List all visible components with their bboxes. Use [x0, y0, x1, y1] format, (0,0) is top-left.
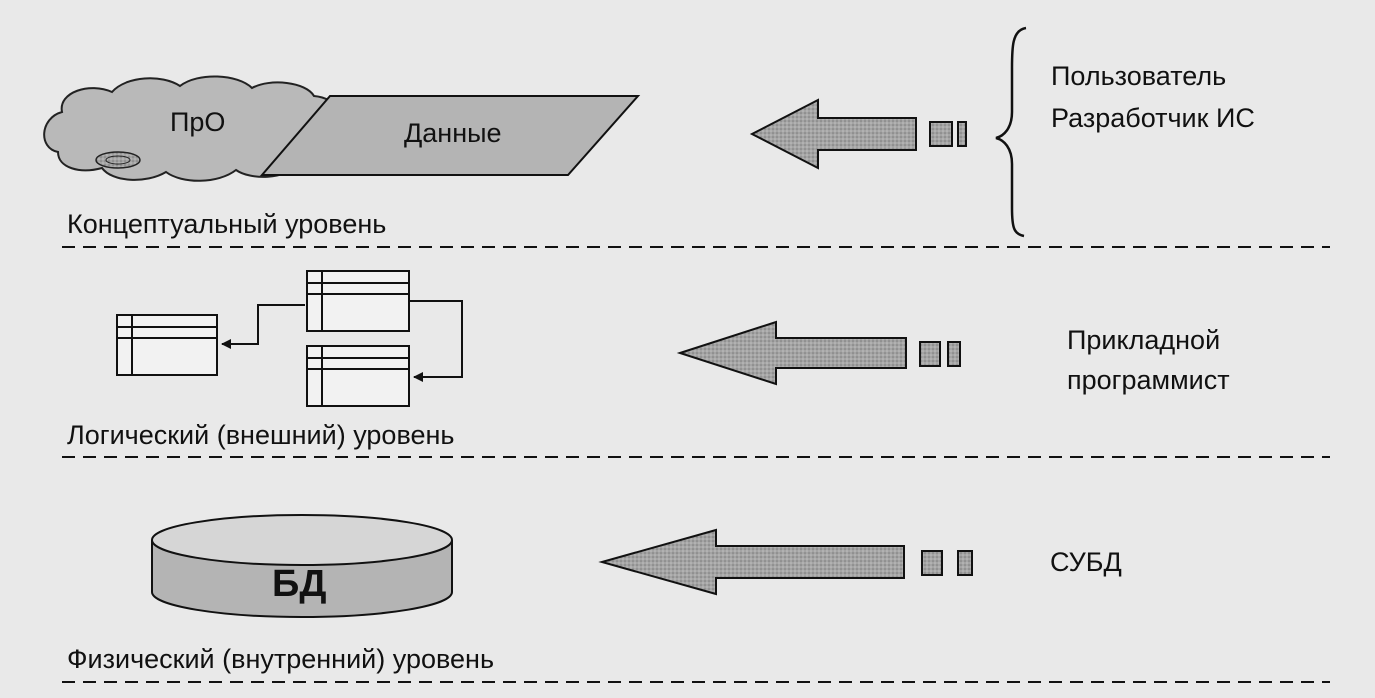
domain-label: ПрО: [170, 107, 226, 137]
relation-arrow-left: [221, 304, 305, 349]
role-dbms: СУБД: [1050, 547, 1122, 577]
table-left: [116, 314, 218, 376]
role-user: Пользователь: [1051, 61, 1227, 91]
table-bottom: [306, 345, 410, 407]
table-top: [306, 270, 410, 332]
arrow-conceptual: [749, 98, 967, 170]
level-physical-label: Физический (внутренний) уровень: [67, 644, 495, 674]
arrow-logical: [676, 320, 961, 386]
role-programmer-line1: Прикладной: [1067, 325, 1221, 355]
level-logical-label: Логический (внешний) уровень: [67, 420, 455, 450]
data-parallelogram: [259, 95, 641, 176]
curly-brace: [995, 26, 1027, 238]
arrow-physical: [598, 528, 973, 596]
database-cylinder: [151, 514, 453, 618]
role-developer: Разработчик ИС: [1051, 103, 1255, 133]
level-conceptual-label: Концептуальный уровень: [67, 209, 387, 239]
role-programmer-line2: программист: [1067, 365, 1230, 395]
database-label: БД: [272, 563, 327, 605]
relation-arrow-right: [409, 300, 463, 382]
data-label: Данные: [404, 118, 502, 148]
